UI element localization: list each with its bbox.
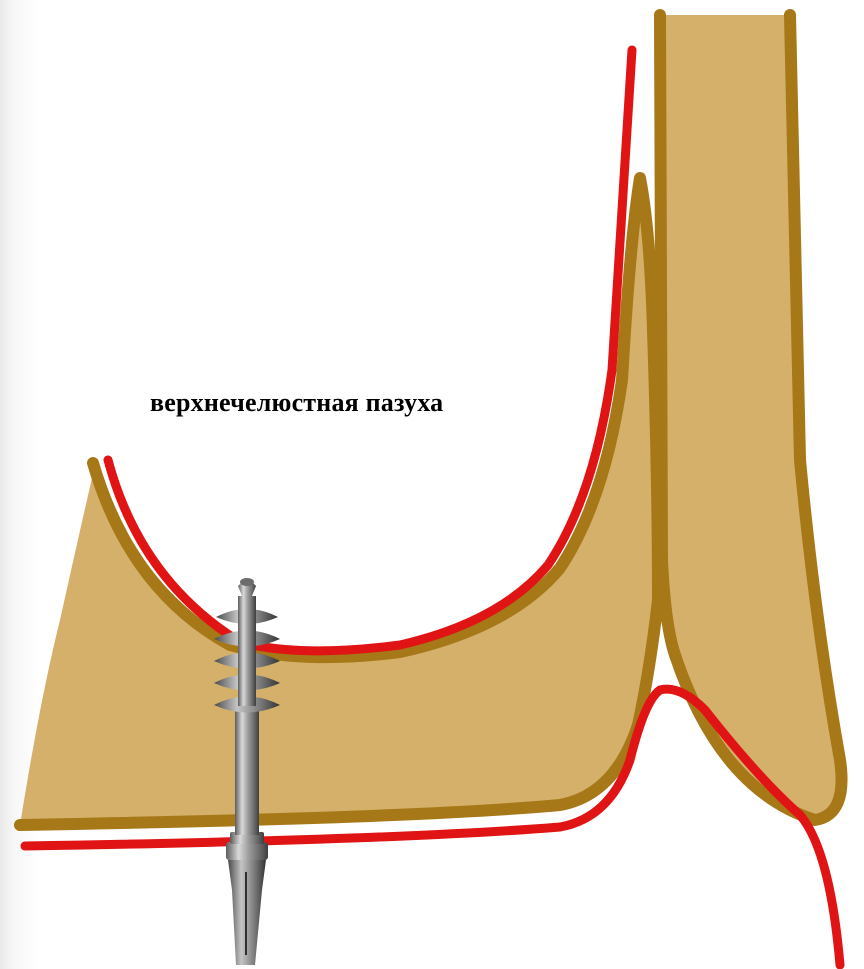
sinus-label: верхнечелюстная пазуха [150, 388, 443, 418]
alveolar-bone [20, 178, 658, 825]
sinus-membrane-line [108, 50, 632, 651]
